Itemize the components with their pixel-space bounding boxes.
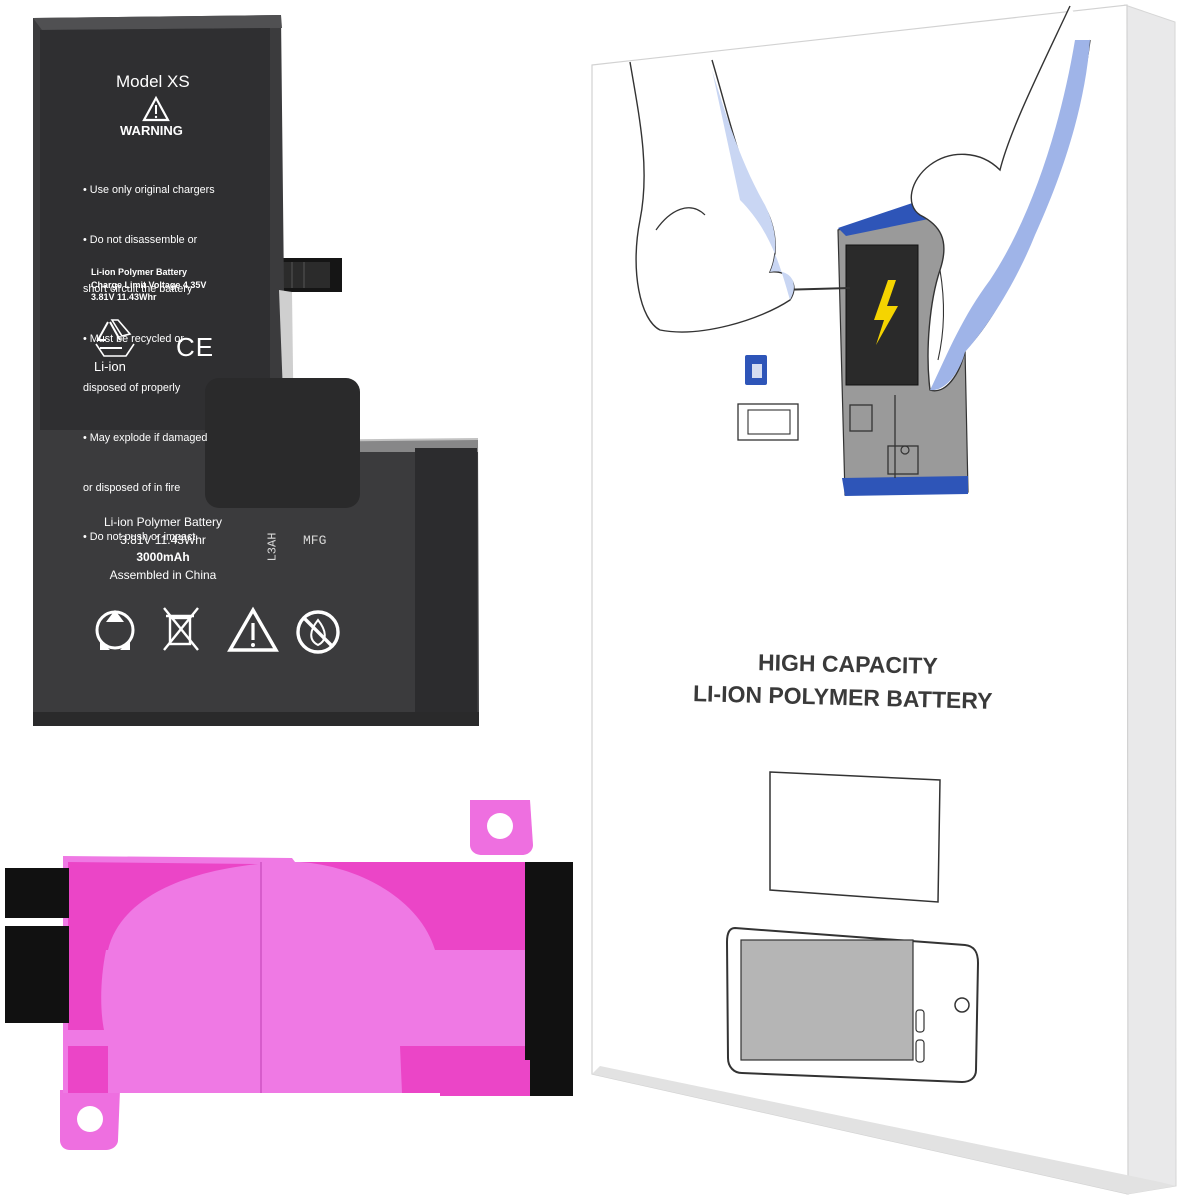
weee-bin-icon xyxy=(163,607,199,651)
spec-line: Li-ion Polymer Battery xyxy=(91,267,188,277)
warning-item: • Do not disassemble or xyxy=(83,233,198,246)
warning-item: short circuit the battery xyxy=(83,283,193,296)
no-fire-icon xyxy=(296,610,340,654)
battery-warning-list: • Use only original chargers • Do not di… xyxy=(83,148,215,563)
battery-code-vertical: L3AH xyxy=(265,532,280,562)
adhesive-strips xyxy=(5,800,573,1150)
bolt-icon xyxy=(874,280,898,345)
lower-line: Li-ion Polymer Battery xyxy=(103,515,223,529)
ce-mark: CE xyxy=(176,332,215,362)
battery xyxy=(33,15,479,726)
battery-model-label: Model XS xyxy=(116,72,190,91)
box-illustration xyxy=(629,5,1091,496)
battery-warning-title: WARNING xyxy=(120,123,183,138)
battery-spec-block: Li-ion Polymer Battery Charge Limit Volt… xyxy=(91,266,206,304)
lower-line: 3.81V 11.43Whr xyxy=(120,532,206,547)
lower-line: Assembled in China xyxy=(109,567,217,582)
warning-item: • May explode if damaged xyxy=(83,431,208,444)
recycle-label: Li-ion xyxy=(94,359,126,374)
warning-item: • Do not push or impact xyxy=(83,531,196,544)
recycle-icon xyxy=(95,610,135,650)
battery-code-mfg: MFG xyxy=(303,533,327,548)
warning-item: • Must be recycled or xyxy=(83,332,184,345)
warning-item: disposed of properly xyxy=(83,382,181,395)
spec-line: 3.81V 11.43Whr xyxy=(91,292,157,302)
battery-lower-label: Li-ion Polymer Battery 3.81V 11.43Whr 30… xyxy=(93,514,233,584)
lower-line: 3000mAh xyxy=(136,550,190,564)
warning-triangle-icon xyxy=(227,606,279,652)
recycle-icon xyxy=(95,319,135,357)
box-title-line1: HIGH CAPACITY xyxy=(757,649,939,679)
spec-line: Charge Limit Voltage 4.35V xyxy=(91,279,207,290)
warning-item: or disposed of in fire xyxy=(83,481,181,494)
battery-icons xyxy=(95,95,340,654)
warning-item: • Use only original chargers xyxy=(83,184,215,196)
box-lower-illustration xyxy=(725,771,980,1084)
warning-triangle-icon xyxy=(142,95,170,122)
